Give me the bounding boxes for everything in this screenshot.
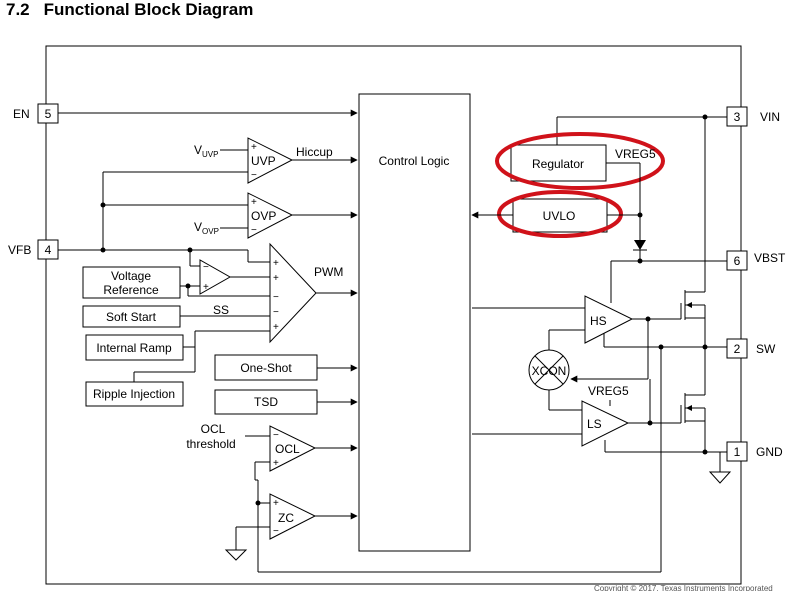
xcon-label: XCON [532,364,567,378]
error-amp-plus: + [203,282,209,293]
uvlo-node [637,212,643,218]
section-heading: 7.2 Functional Block Diagram [6,0,253,20]
pwm-minus-2: − [273,307,279,318]
control-logic-block [358,93,471,552]
voltage-reference-block [82,266,181,299]
ocl-minus: − [273,430,279,441]
tsd-label: TSD [254,395,278,409]
ocl-threshold-label-1: OCL [201,422,226,436]
uvp-minus: − [251,170,257,181]
hiccup-label: Hiccup [296,145,333,159]
pin-vbst[interactable]: 6 VBST [726,250,786,271]
uvp-plus: + [251,142,257,153]
ocl-plus: + [273,458,279,469]
pin-en-name: EN [13,107,30,121]
pwm-plus-1: + [273,258,279,269]
one-shot-label: One-Shot [240,361,292,375]
pin-sw[interactable]: 2 SW [726,338,776,359]
zc-ground-symbol [224,549,248,561]
zc-comparator: + ZC − [269,493,317,540]
vfb-node-ovp [100,202,106,208]
pwm-label: PWM [314,265,343,279]
vref-node [185,283,191,289]
ovp-comparator: OVP + − [247,192,294,239]
zc-minus: − [273,526,279,537]
pin-sw-number: 2 [734,342,741,356]
copyright-footer: Copyright © 2017, Texas Instruments Inco… [594,584,773,591]
bootstrap-diode-icon [634,240,646,250]
uvp-comparator: UVP + − [247,137,294,184]
pin-gnd[interactable]: 1 GND [726,441,783,462]
zc-plus: + [273,498,279,509]
ss-label: SS [213,303,229,317]
v-uvp-label: VUVP [194,143,218,159]
pin-en-number: 5 [45,107,52,121]
gnd-node [702,449,708,455]
vreg5-bottom-label: VREG5 [588,384,629,398]
pwm-minus-1: − [273,292,279,303]
one-shot-block [214,354,318,381]
pwm-plus-2: + [273,273,279,284]
section-number: 7.2 [6,0,30,19]
section-title: Functional Block Diagram [43,0,254,19]
ripple-injection-block [85,381,184,407]
voltage-reference-label-2: Reference [103,283,159,297]
control-logic-label: Control Logic [379,154,450,168]
pin-vin-number: 3 [734,110,741,124]
pin-vfb-number: 4 [45,243,52,257]
ovp-plus: + [251,197,257,208]
pin-vbst-number: 6 [734,254,741,268]
xcon-cross-2 [534,355,564,385]
low-side-mosfet-icon [680,393,705,423]
ripple-injection-label: Ripple Injection [93,387,175,401]
high-side-mosfet-icon [680,290,705,320]
pin-en[interactable]: 5 EN [13,103,59,124]
uvlo-highlight [497,190,623,238]
regulator-block [510,144,607,182]
internal-ramp-block [85,334,184,361]
pin-gnd-name: GND [756,445,783,459]
gnd-ground-symbol [708,471,732,484]
chip-boundary [45,45,742,585]
uvlo-label: UVLO [543,209,576,223]
vreg5-top-label: VREG5 [615,147,656,161]
ocl-label: OCL [275,442,300,456]
uvlo-block [512,198,608,233]
pin-gnd-number: 1 [734,445,741,459]
pin-vin[interactable]: 3 VIN [726,106,780,127]
hs-label: HS [590,314,607,328]
zc-node [255,500,261,506]
ls-label: LS [587,417,602,431]
ovp-label: OVP [251,209,276,223]
ocl-threshold-label-2: threshold [186,437,235,451]
pwm-comparator: + + − − + [269,242,317,344]
tsd-block [214,389,318,415]
ocl-comparator: − OCL + [269,425,317,472]
ls-driver: LS [581,400,630,447]
zc-label: ZC [278,511,294,525]
internal-ramp-label: Internal Ramp [96,341,172,355]
v-ovp-label: VOVP [194,220,219,236]
pin-sw-name: SW [756,342,776,356]
uvp-label: UVP [251,154,276,168]
pin-vbst-name: VBST [754,251,786,265]
hs-driver: HS [584,295,634,344]
pwm-plus-3: + [273,322,279,333]
soft-start-label: Soft Start [106,310,157,324]
pin-vfb[interactable]: 4 VFB [8,239,59,260]
voltage-reference-label-1: Voltage [111,269,151,283]
pin-vin-name: VIN [760,110,780,124]
error-amp-minus: − [203,262,209,273]
vfb-node [100,247,106,253]
pin-vfb-name: VFB [8,243,31,257]
regulator-label: Regulator [532,157,584,171]
regulator-highlight [495,132,665,190]
error-amp: − + [199,259,232,295]
ovp-minus: − [251,225,257,236]
